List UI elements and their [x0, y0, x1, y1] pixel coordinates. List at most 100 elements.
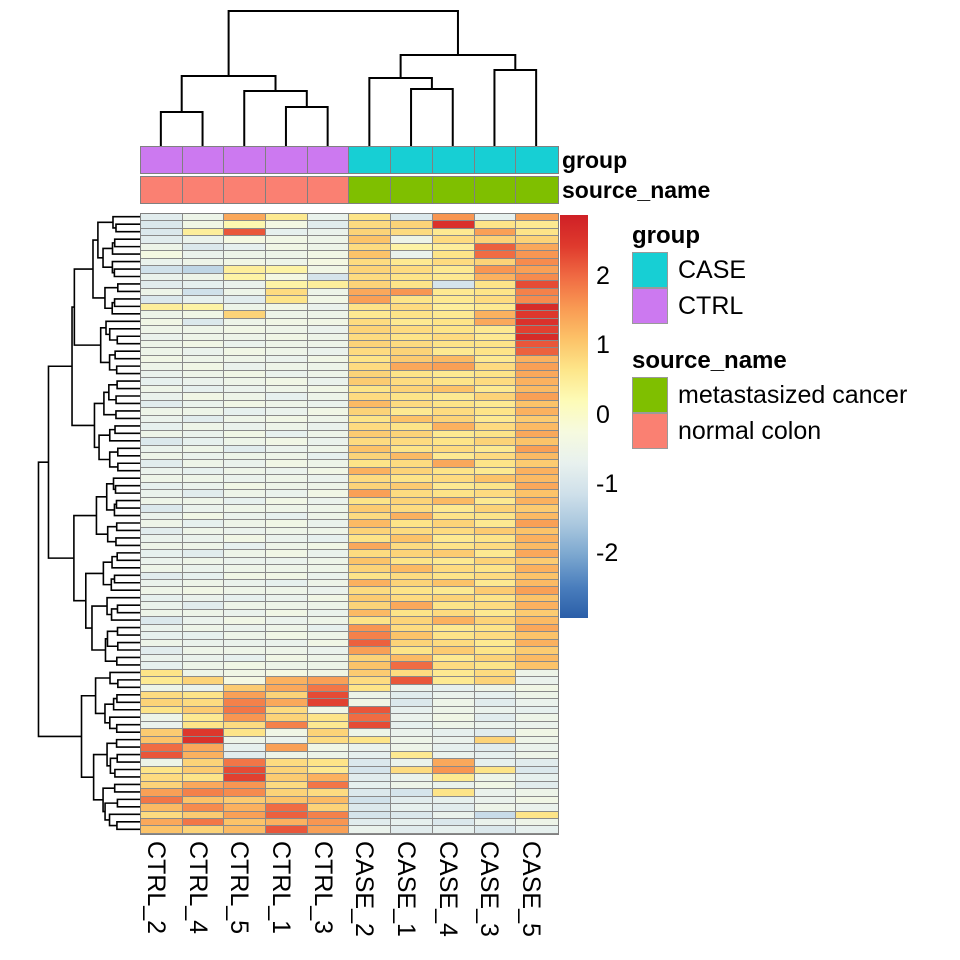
heatmap-cell	[141, 632, 183, 640]
heatmap-row	[141, 400, 558, 409]
heatmap-row	[141, 677, 558, 685]
heatmap-cell	[182, 692, 225, 700]
heatmap-cell	[182, 714, 225, 722]
heatmap-cell	[224, 542, 267, 551]
heatmap-cell	[391, 266, 433, 274]
heatmap-cell	[432, 288, 475, 297]
heatmap-row	[141, 766, 558, 775]
heatmap-cell	[432, 266, 475, 274]
heatmap-cell	[349, 423, 392, 431]
heatmap-cell	[349, 617, 392, 625]
heatmap-cell	[474, 303, 517, 312]
heatmap-cell	[182, 639, 225, 648]
heatmap-cell	[224, 624, 267, 633]
heatmap-cell	[141, 326, 183, 334]
heatmap-cell	[474, 445, 517, 453]
heatmap-cell	[391, 744, 433, 752]
heatmap-cell	[349, 565, 392, 573]
heatmap-row	[141, 557, 558, 566]
dendrogram-link	[93, 402, 104, 449]
heatmap-cell	[182, 706, 225, 715]
dendrogram-link	[113, 238, 140, 248]
heatmap-row	[141, 632, 558, 640]
heatmap-cell	[182, 572, 225, 580]
annotation-cell	[224, 177, 267, 203]
heatmap-cell	[432, 617, 475, 625]
heatmap-cell	[224, 579, 267, 588]
heatmap-cell	[182, 221, 225, 229]
heatmap-cell	[516, 826, 558, 834]
heatmap-cell	[224, 818, 267, 827]
annotation-bar-group	[140, 146, 559, 174]
heatmap-cell	[266, 572, 308, 580]
heatmap-cell	[182, 684, 225, 692]
dendrogram-link	[97, 221, 113, 259]
heatmap-cell	[391, 692, 433, 700]
heatmap-cell	[141, 624, 183, 633]
dendrogram-link	[111, 555, 140, 569]
heatmap-cell	[516, 311, 558, 319]
heatmap-cell	[474, 363, 517, 371]
heatmap-cell	[432, 744, 475, 752]
column-label: CASE_4	[433, 841, 462, 937]
heatmap-cell	[349, 639, 392, 648]
heatmap-cell	[391, 243, 433, 252]
heatmap-cell	[474, 602, 517, 610]
legend-title: group	[632, 222, 700, 249]
dendrogram-link	[116, 335, 140, 345]
heatmap-cell	[474, 729, 517, 737]
column-label: CTRL_4	[183, 841, 212, 935]
heatmap-cell	[391, 393, 433, 401]
heatmap-cell	[432, 505, 475, 513]
heatmap-row	[141, 415, 558, 424]
heatmap-cell	[224, 609, 267, 618]
heatmap-cell	[432, 766, 475, 775]
heatmap-cell	[224, 677, 267, 685]
dendrogram-link	[116, 380, 140, 390]
heatmap-cell	[391, 729, 433, 737]
heatmap-cell	[391, 273, 433, 282]
heatmap-cell	[182, 587, 225, 595]
heatmap-cell	[349, 318, 392, 327]
heatmap-cell	[474, 766, 517, 775]
heatmap-cell	[474, 535, 517, 543]
dendrogram-link	[114, 768, 140, 778]
dendrogram-link	[94, 677, 111, 715]
dendrogram-link	[108, 451, 118, 468]
heatmap-cell	[516, 370, 558, 379]
heatmap-cell	[391, 677, 433, 685]
heatmap-cell	[474, 736, 517, 745]
heatmap-cell	[349, 288, 392, 297]
heatmap-cell	[141, 699, 183, 707]
dendrogram-link	[115, 738, 140, 748]
heatmap-cell	[307, 677, 350, 685]
heatmap-cell	[182, 378, 225, 386]
heatmap-cell	[474, 714, 517, 722]
heatmap-cell	[432, 303, 475, 312]
heatmap-cell	[516, 594, 558, 603]
heatmap-cell	[349, 236, 392, 244]
heatmap-cell	[474, 408, 517, 416]
heatmap-cell	[224, 804, 267, 812]
heatmap-cell	[182, 818, 225, 827]
heatmap-cell	[474, 587, 517, 595]
heatmap-cell	[349, 557, 392, 566]
heatmap-cell	[307, 438, 350, 446]
heatmap-cell	[224, 490, 267, 498]
heatmap-cell	[349, 804, 392, 812]
heatmap-cell	[141, 467, 183, 476]
heatmap-cell	[474, 759, 517, 767]
heatmap-cell	[516, 647, 558, 655]
heatmap-row	[141, 228, 558, 237]
heatmap-cell	[391, 542, 433, 551]
heatmap-row	[141, 744, 558, 752]
heatmap-cell	[432, 243, 475, 252]
heatmap-cell	[141, 505, 183, 513]
dendrogram-link	[116, 626, 140, 636]
heatmap-cell	[224, 423, 267, 431]
heatmap-cell	[182, 654, 225, 663]
heatmap-row	[141, 333, 558, 341]
heatmap-cell	[432, 692, 475, 700]
heatmap-row	[141, 714, 558, 722]
heatmap-cell	[474, 572, 517, 580]
